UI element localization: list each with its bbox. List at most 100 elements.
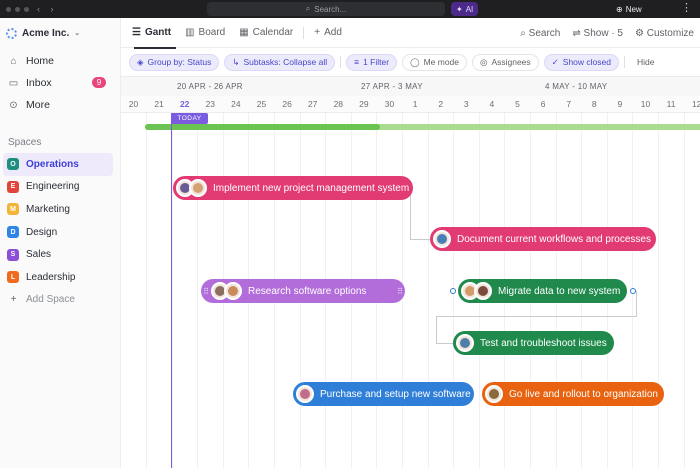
task-label: Document current workflows and processes <box>457 233 651 245</box>
me-mode-chip[interactable]: ◯Me mode <box>402 53 468 71</box>
day-label: 5 <box>515 99 520 109</box>
sidebar-item-more[interactable]: ⊙ More <box>9 99 50 111</box>
space-label: Leadership <box>26 271 76 283</box>
hide-button[interactable]: Hide <box>629 53 662 71</box>
top-bar: ‹ › ⌕ Search... ✦ AI ⊕ New ⋮ <box>0 0 700 18</box>
inbox-count-badge: 9 <box>92 77 106 88</box>
today-marker-label: TODAY <box>171 113 208 124</box>
day-label: 20 <box>128 99 139 109</box>
sidebar-item-home[interactable]: ⌂ Home <box>0 50 120 72</box>
day-label: 7 <box>566 99 572 109</box>
day-label: 8 <box>591 99 597 109</box>
task-bar[interactable]: Document current workflows and processes <box>430 227 656 251</box>
workspace-logo-icon <box>6 27 17 39</box>
history-arrows[interactable]: ‹ › <box>37 4 58 14</box>
add-view-button[interactable]: + Add <box>314 27 342 38</box>
dependency-handle-right[interactable] <box>630 288 636 294</box>
day-label: 2 <box>438 99 444 109</box>
day-label: 29 <box>359 99 369 109</box>
group-by-chip[interactable]: ◈Group by: Status <box>129 53 220 71</box>
day-label: 27 <box>307 99 318 109</box>
task-bar[interactable]: Purchase and setup new software <box>293 382 474 406</box>
space-label: Design <box>26 226 58 238</box>
ai-button[interactable]: ✦ AI <box>451 2 479 16</box>
sidebar: Acme Inc. ⌄ ⌂ Home ▭ Inbox 9 ⊙ More Spac… <box>0 18 121 468</box>
assignee-avatars <box>211 282 242 300</box>
dependency-handle-left[interactable] <box>450 288 456 294</box>
subtask-icon: ↳ <box>232 56 240 67</box>
assignee-avatars <box>456 334 474 352</box>
show-button[interactable]: ⇌ Show · 5 <box>572 27 623 39</box>
space-label: Sales <box>26 249 52 261</box>
task-bar[interactable]: ⠿ Research software options ⠿ <box>201 279 405 303</box>
dependency-connector <box>436 316 637 317</box>
user-icon: ◯ <box>410 56 420 67</box>
assignee-avatars <box>296 385 314 403</box>
day-label: 28 <box>333 99 344 109</box>
task-bar[interactable]: Test and troubleshoot issues <box>453 331 614 355</box>
search-button[interactable]: ⌕ Search <box>520 27 561 39</box>
day-label: 10 <box>640 99 651 109</box>
day-label: 23 <box>205 99 216 109</box>
dependency-connector <box>636 291 637 316</box>
gear-icon: ⚙ <box>635 27 644 39</box>
space-label: Engineering <box>26 181 80 193</box>
sidebar-item-space-design[interactable]: D Design <box>0 221 120 244</box>
grid-line <box>658 113 659 468</box>
overall-progress-bar <box>145 124 700 130</box>
plus-icon: + <box>10 294 17 306</box>
day-label: 9 <box>617 99 623 109</box>
task-bar[interactable]: Implement new project management system <box>173 176 413 200</box>
task-label: Research software options <box>248 285 367 297</box>
subtasks-chip[interactable]: ↳Subtasks: Collapse all <box>224 53 336 71</box>
gantt-icon: ☰ <box>132 27 141 38</box>
week-label: 4 MAY - 10 MAY <box>545 82 608 91</box>
task-label: Purchase and setup new software <box>320 388 471 400</box>
global-search-input[interactable]: ⌕ Search... <box>207 2 445 16</box>
drag-handle-left-icon[interactable]: ⠿ <box>203 286 209 296</box>
sidebar-item-inbox[interactable]: ▭ Inbox 9 <box>0 72 120 94</box>
week-label: 27 APR - 3 MAY <box>361 82 423 91</box>
avatar <box>456 334 474 352</box>
app-menu-icon[interactable]: ⋮ <box>681 2 692 14</box>
filter-chip[interactable]: ≡1 Filter <box>346 53 398 71</box>
assignees-chip[interactable]: ◎Assignees <box>472 53 539 71</box>
workspace-switcher[interactable]: Acme Inc. ⌄ <box>0 18 120 48</box>
space-avatar-icon: D <box>7 226 19 239</box>
customize-button[interactable]: ⚙ Customize <box>635 27 694 39</box>
show-closed-chip[interactable]: ✓Show closed <box>543 53 619 71</box>
overall-progress-fill <box>145 124 381 130</box>
drag-handle-right-icon[interactable]: ⠿ <box>397 286 403 296</box>
task-label: Go live and rollout to organization <box>509 388 658 400</box>
inbox-icon: ▭ <box>8 77 19 89</box>
task-bar[interactable]: Migrate data to new system <box>458 279 627 303</box>
task-bar[interactable]: Go live and rollout to organization <box>482 382 664 406</box>
gantt-timeline[interactable]: TODAY Implement new project management s… <box>121 113 700 468</box>
assignee-avatars <box>461 282 492 300</box>
week-label: 20 APR - 26 APR <box>177 82 243 91</box>
tab-gantt[interactable]: ☰ Gantt <box>125 18 178 49</box>
chevron-down-icon: ⌄ <box>74 30 81 37</box>
tab-calendar[interactable]: ▦ Calendar <box>239 27 294 38</box>
tab-board[interactable]: ▥ Board <box>185 27 226 38</box>
grid-line <box>427 113 429 468</box>
day-label: 24 <box>231 99 241 109</box>
day-label: 3 <box>463 99 469 109</box>
new-button[interactable]: ⊕ New <box>616 4 642 14</box>
avatar <box>433 230 451 248</box>
day-label: 25 <box>256 99 267 109</box>
add-space-button[interactable]: + Add Space <box>0 289 120 311</box>
avatar <box>485 385 503 403</box>
home-icon: ⌂ <box>10 55 17 67</box>
grid-line <box>171 113 173 468</box>
gantt-week-header: 20 APR - 26 APR 27 APR - 3 MAY 4 MAY - 1… <box>121 76 700 96</box>
divider <box>340 56 342 68</box>
day-label: 1 <box>412 99 418 109</box>
window-controls[interactable] <box>6 6 29 12</box>
